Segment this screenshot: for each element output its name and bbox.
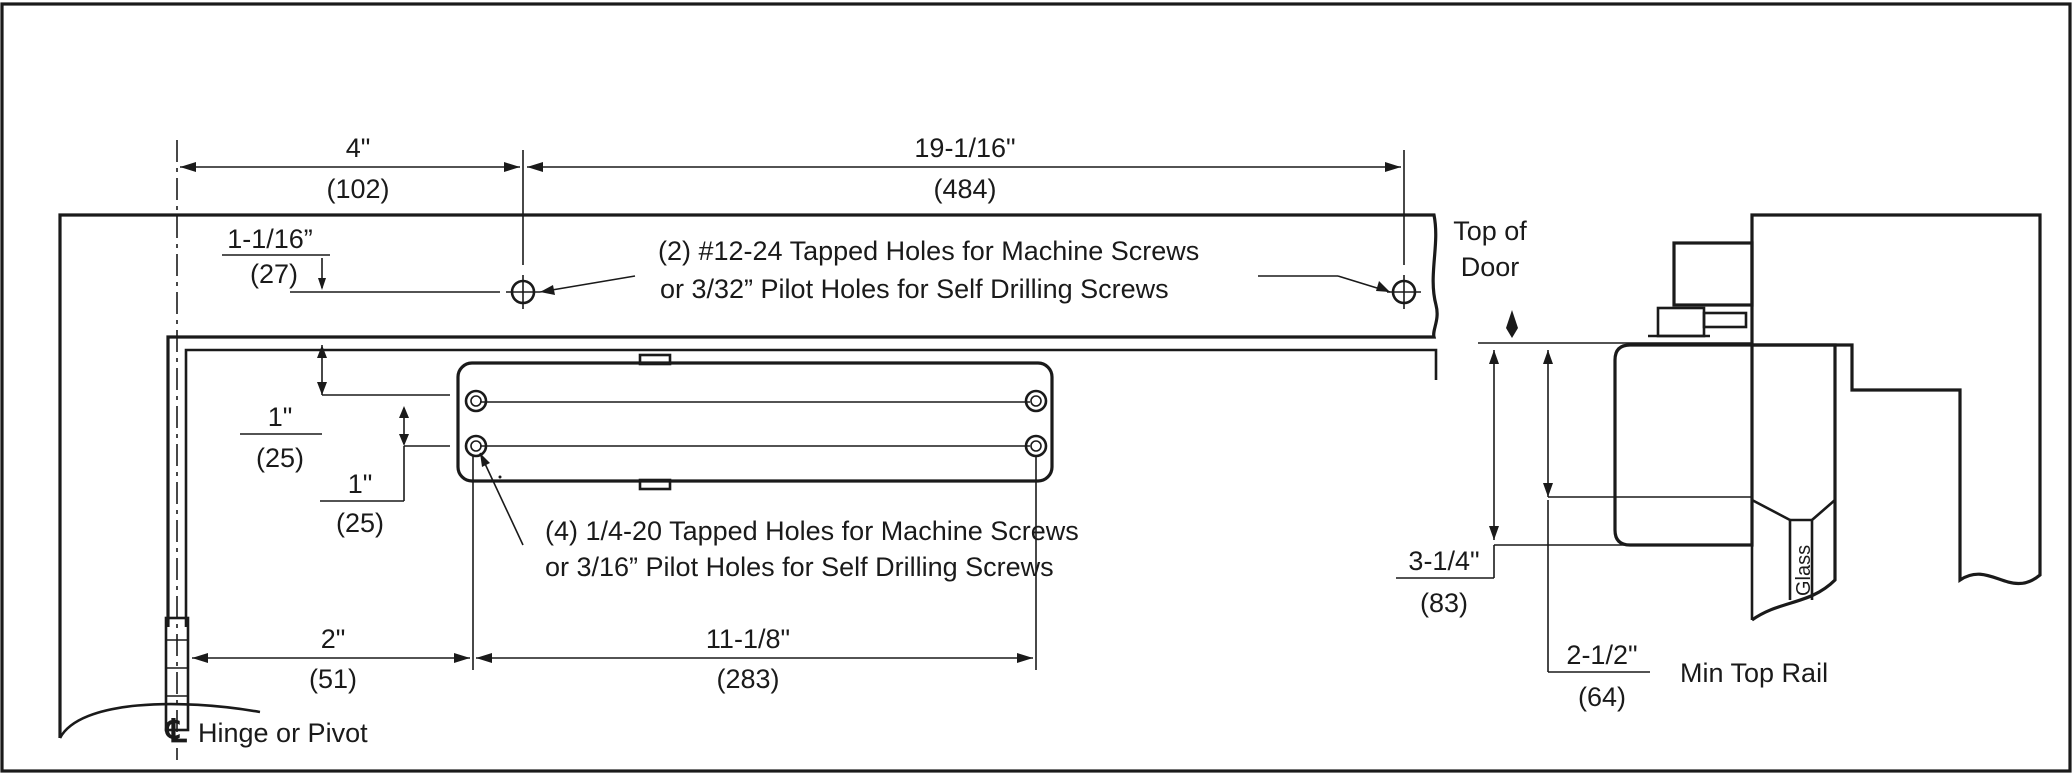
dim-bottom-left-in: 2" xyxy=(321,624,346,654)
arm-bracket xyxy=(1672,241,1754,307)
frame-holes-note-line1: (2) #12-24 Tapped Holes for Machine Scre… xyxy=(658,236,1199,266)
dim-closer-top-in: 1" xyxy=(268,402,293,432)
top-of-door-marker xyxy=(1506,310,1518,338)
closer-holes-note-line1: (4) 1/4-20 Tapped Holes for Machine Scre… xyxy=(545,516,1079,546)
dim-door-height-mm: (83) xyxy=(1420,588,1468,618)
dim-top-right-mm: (484) xyxy=(933,174,996,204)
glass-label: Glass xyxy=(1793,545,1815,596)
hinge-centerline-symbol: ℄ xyxy=(164,713,187,749)
frame-hole-right xyxy=(1387,275,1421,309)
frame-hole-left xyxy=(506,275,540,309)
dim-top-right-in: 19-1/16" xyxy=(914,133,1015,163)
dim-line-bottom-left xyxy=(192,653,470,663)
dim-closer-between-in: 1" xyxy=(348,469,373,499)
dim-line-bottom-right xyxy=(476,653,1033,663)
closer-top-tab xyxy=(638,353,672,366)
dim-line-top-left xyxy=(180,162,520,172)
dim-closer-between-mm: (25) xyxy=(336,508,384,538)
closer-screw-hole-2 xyxy=(1024,389,1048,413)
frame-header-outline xyxy=(58,213,1439,738)
dim-door-height-in: 3-1/4" xyxy=(1408,546,1479,576)
dim-closer-top-mm: (25) xyxy=(256,443,304,473)
top-of-door-line1: Top of xyxy=(1453,216,1527,246)
closer-screw-hole-3 xyxy=(464,434,488,458)
dim-top-left-mm: (102) xyxy=(326,174,389,204)
closer-side-body xyxy=(1613,343,1754,547)
dim-bottom-right-in: 11-1/8" xyxy=(706,624,790,654)
frame-section xyxy=(1750,213,2042,586)
min-top-rail-label: Min Top Rail xyxy=(1680,658,1828,688)
door-section xyxy=(1751,343,1837,622)
top-of-door-line2: Door xyxy=(1461,252,1520,282)
dim-hole-offset-in: 1-1/16” xyxy=(227,224,313,254)
hinge-label: Hinge or Pivot xyxy=(198,718,368,748)
dim-min-rail-mm: (64) xyxy=(1578,682,1626,712)
hinge-block xyxy=(164,616,190,732)
door-top-edge xyxy=(184,348,1438,627)
dim-hole-offset-mm: (27) xyxy=(250,259,298,289)
frame-holes-note-line2: or 3/32” Pilot Holes for Self Drilling S… xyxy=(660,274,1169,304)
dim-bottom-left-mm: (51) xyxy=(309,664,357,694)
door-bottom-arc xyxy=(58,702,261,739)
closer-screw-hole-1 xyxy=(464,389,488,413)
closer-holes-note-line2: or 3/16” Pilot Holes for Self Drilling S… xyxy=(545,552,1054,582)
dim-min-rail-in: 2-1/2" xyxy=(1566,640,1637,670)
dim-bottom-right-mm: (283) xyxy=(716,664,779,694)
dim-top-left-in: 4" xyxy=(346,133,371,163)
dim-line-top-right xyxy=(527,162,1401,172)
closer-bottom-tab xyxy=(638,478,672,491)
door-closer-body xyxy=(456,361,1054,483)
